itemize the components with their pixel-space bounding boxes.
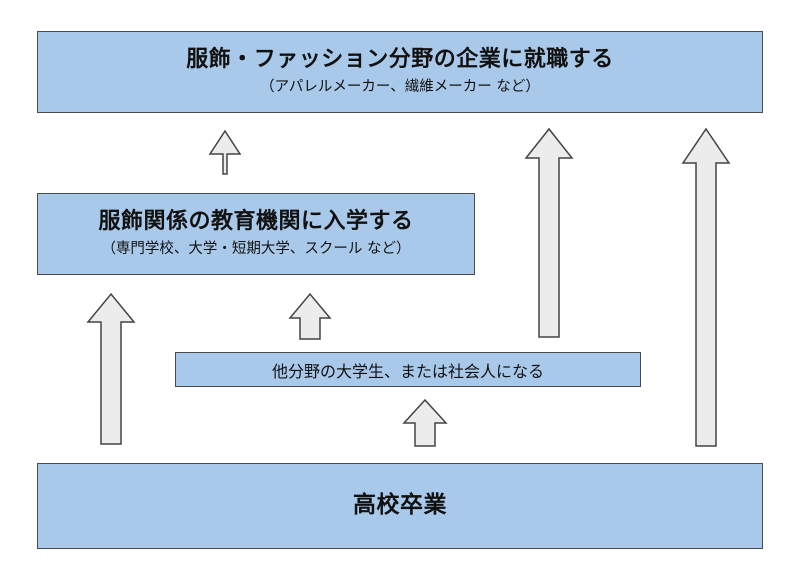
arrow-school-to-company bbox=[208, 129, 242, 175]
other-path-label: 他分野の大学生、または社会人になる bbox=[271, 361, 544, 381]
step-box-fashion-school: 服飾関係の教育機関に入学する （専門学校、大学・短期大学、スクール など） bbox=[37, 193, 475, 275]
arrow-highschool-to-company bbox=[681, 127, 731, 447]
arrow-other-to-school bbox=[288, 292, 332, 340]
school-title: 服飾関係の教育機関に入学する bbox=[98, 209, 414, 235]
goal-subtitle: （アパレルメーカー、繊維メーカー など） bbox=[260, 78, 540, 95]
goal-box-fashion-company: 服飾・ファッション分野の企業に就職する （アパレルメーカー、繊維メーカー など） bbox=[37, 31, 763, 113]
goal-title: 服飾・ファッション分野の企業に就職する bbox=[186, 47, 614, 73]
arrow-highschool-to-other bbox=[402, 398, 448, 447]
arrow-highschool-to-school bbox=[86, 292, 136, 445]
high-school-title: 高校卒業 bbox=[353, 492, 447, 519]
school-subtitle: （専門学校、大学・短期大学、スクール など） bbox=[101, 240, 411, 257]
arrow-other-to-company bbox=[524, 127, 574, 338]
start-box-high-school: 高校卒業 bbox=[37, 463, 763, 549]
step-box-other-path: 他分野の大学生、または社会人になる bbox=[175, 352, 641, 387]
